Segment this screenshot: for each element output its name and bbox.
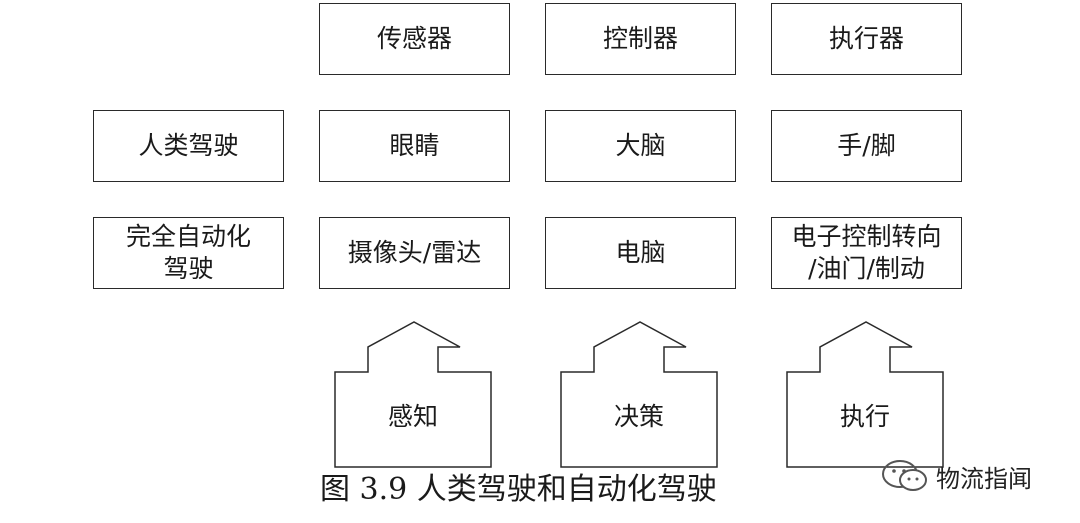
auto-actuator-label-line1: 电子控制转向 — [791, 222, 942, 251]
human-actuator-box: 手/脚 — [771, 110, 962, 182]
decision-label: 决策 — [613, 402, 664, 431]
decision-arrow-shape — [560, 321, 718, 468]
human-sensor-label: 眼睛 — [389, 131, 440, 160]
human-driving-label: 人类驾驶 — [138, 131, 239, 160]
auto-sensor-box: 摄像头/雷达 — [319, 217, 510, 289]
auto-controller-box: 电脑 — [545, 217, 736, 289]
auto-driving-label-line2: 驾驶 — [163, 254, 214, 283]
auto-driving-label-line1: 完全自动化 — [125, 222, 251, 251]
header-actuator-label: 执行器 — [828, 24, 904, 53]
auto-actuator-box: 电子控制转向 /油门/制动 — [771, 217, 962, 289]
figure-caption: 图 3.9 人类驾驶和自动化驾驶 — [320, 472, 717, 507]
auto-sensor-label: 摄像头/雷达 — [347, 238, 482, 267]
human-controller-box: 大脑 — [545, 110, 736, 182]
auto-actuator-label-line2: /油门/制动 — [808, 254, 925, 283]
human-actuator-label: 手/脚 — [837, 131, 896, 160]
perception-label: 感知 — [387, 402, 438, 431]
header-actuator-box: 执行器 — [771, 3, 962, 75]
auto-controller-label: 电脑 — [615, 238, 666, 267]
human-driving-box: 人类驾驶 — [93, 110, 284, 182]
header-sensor-label: 传感器 — [376, 24, 452, 53]
execution-label: 执行 — [839, 402, 890, 431]
watermark-text: 物流指闻 — [936, 464, 1032, 493]
header-controller-label: 控制器 — [602, 24, 678, 53]
human-sensor-box: 眼睛 — [319, 110, 510, 182]
auto-driving-box: 完全自动化 驾驶 — [93, 217, 284, 289]
header-controller-box: 控制器 — [545, 3, 736, 75]
header-sensor-box: 传感器 — [319, 3, 510, 75]
perception-arrow-shape — [334, 321, 492, 468]
watermark: 物流指闻 — [880, 458, 1070, 494]
execution-arrow-shape — [786, 321, 944, 468]
wechat-icon — [882, 460, 927, 491]
human-controller-label: 大脑 — [615, 131, 666, 160]
